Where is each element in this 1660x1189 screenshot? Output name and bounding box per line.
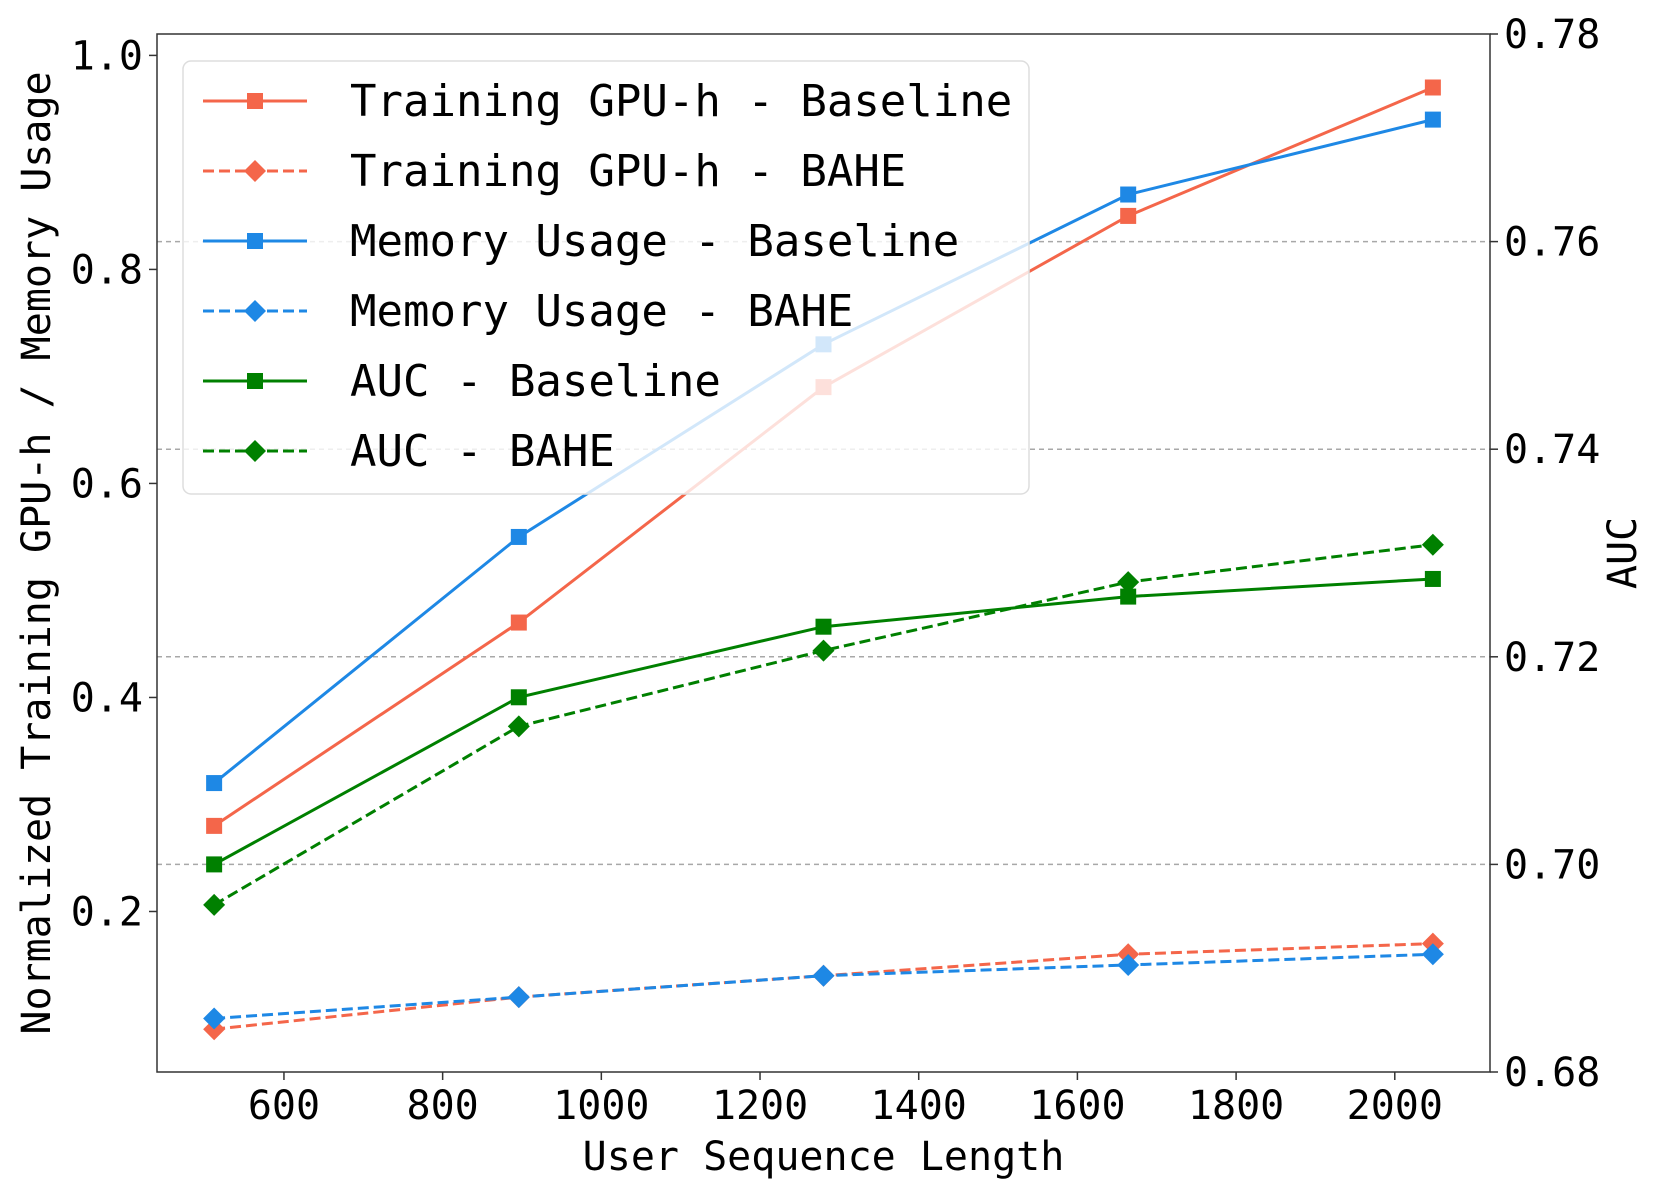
data-point (510, 689, 527, 706)
legend-swatch-marker (244, 440, 266, 462)
legend-swatch-marker (244, 300, 266, 322)
data-point (1117, 571, 1140, 594)
data-point (1120, 186, 1137, 203)
data-point (1120, 207, 1137, 224)
data-point (206, 817, 223, 834)
legend-box (182, 60, 1030, 495)
right-y-tick-label: 0.72 (1504, 635, 1600, 681)
left-y-tick-label: 0.6 (71, 461, 143, 507)
legend-label: Memory Usage - BAHE (350, 286, 853, 337)
x-tick-label: 1800 (1188, 1083, 1284, 1129)
data-point (203, 893, 226, 916)
data-point (203, 1007, 226, 1030)
left-y-axis-title: Normalized Training GPU-h / Memory Usage (14, 71, 60, 1034)
left-y-tick-label: 1.0 (71, 33, 143, 79)
data-point (815, 618, 832, 635)
legend-label: Training GPU-h - Baseline (350, 76, 1012, 127)
data-point (812, 639, 835, 662)
legend-swatch-marker (247, 93, 263, 109)
series-line (213, 543, 1434, 907)
data-point (510, 614, 527, 631)
right-y-tick-label: 0.78 (1504, 12, 1600, 58)
x-tick-label: 800 (407, 1083, 479, 1129)
left-y-axis-ticks: 0.2 0.4 0.6 0.8 1.0 (71, 33, 157, 935)
x-axis-title: User Sequence Length (583, 1134, 1065, 1180)
x-axis-ticks: 600 800 1000 1200 1400 1600 1800 2000 (248, 1072, 1443, 1129)
x-tick-label: 1200 (712, 1083, 808, 1129)
data-point (507, 986, 530, 1009)
left-y-tick-label: 0.8 (71, 247, 143, 293)
data-point (812, 964, 835, 987)
x-tick-label: 1400 (871, 1083, 967, 1129)
x-tick-label: 2000 (1347, 1083, 1443, 1129)
data-point (1424, 79, 1441, 96)
right-y-tick-label: 0.68 (1504, 1050, 1600, 1096)
right-y-tick-label: 0.70 (1504, 842, 1600, 888)
right-y-tick-label: 0.74 (1504, 427, 1600, 473)
series (203, 943, 1444, 1030)
left-y-tick-label: 0.4 (71, 675, 143, 721)
data-point (1424, 570, 1441, 587)
legend-swatch-marker (247, 373, 263, 389)
data-point (1117, 953, 1140, 976)
x-tick-label: 1600 (1029, 1083, 1125, 1129)
left-y-tick-label: 0.2 (71, 889, 143, 935)
series (206, 570, 1441, 873)
right-y-axis-ticks: 0.68 0.70 0.72 0.74 0.76 0.78 (1490, 12, 1600, 1096)
data-point (1120, 588, 1137, 605)
legend-label: AUC - BAHE (350, 426, 615, 477)
data-point (206, 775, 223, 792)
x-tick-label: 1000 (553, 1083, 649, 1129)
legend-label: Training GPU-h - BAHE (350, 146, 906, 197)
data-point (206, 856, 223, 873)
series (203, 533, 1444, 916)
legend-label: AUC - Baseline (350, 356, 721, 407)
data-point (507, 715, 530, 738)
right-y-tick-label: 0.76 (1504, 220, 1600, 266)
legend-swatch-marker (244, 160, 266, 182)
data-point (1421, 533, 1444, 556)
data-point (1424, 111, 1441, 128)
legend-swatch-marker (247, 233, 263, 249)
legend-label: Memory Usage - Baseline (350, 216, 959, 267)
x-tick-label: 600 (248, 1083, 320, 1129)
data-point (510, 528, 527, 545)
data-point (1421, 943, 1444, 966)
plot-frame (156, 33, 1491, 1073)
right-y-axis-title: AUC (1600, 517, 1646, 589)
